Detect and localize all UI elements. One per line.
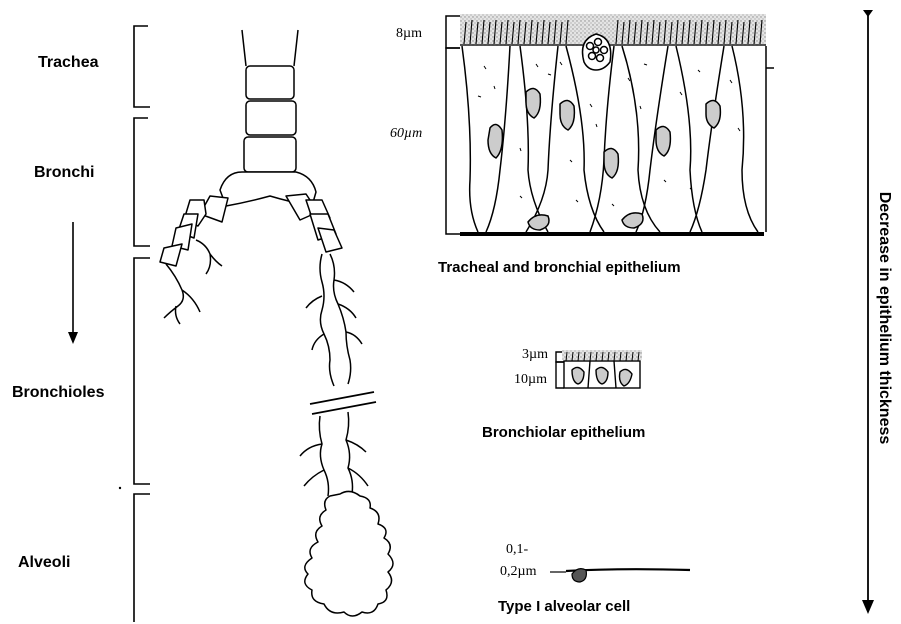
alveoli-label: Alveoli [18,554,70,572]
bronchiolar-epithelium-drawing [556,350,642,388]
thickness-axis-label: Decrease in epithelium thickness [875,192,893,445]
bronchi-bracket [134,118,150,246]
tracheal-height-measure: 60µm [390,126,422,142]
trachea-label: Trachea [38,54,98,72]
alveolar-measure-line1: 0,1- [506,542,528,558]
alveoli-bracket [134,494,150,622]
trachea-bracket [134,26,150,107]
thickness-decrease-arrow-icon [862,10,874,614]
alveolar-cell-caption: Type I alveolar cell [498,598,630,615]
bronchioles-bracket [134,258,150,484]
region-brackets [134,26,150,622]
airway-tree-drawing [160,30,393,616]
alveolar-measure-line2: 0,2µm [500,564,536,580]
bronchiolar-cilia-measure: 3µm [522,347,548,363]
bronchi-label: Bronchi [34,164,94,182]
down-arrow-icon [68,222,78,344]
bronchiolar-height-measure: 10µm [514,372,547,388]
tracheal-epithelium-caption: Tracheal and bronchial epithelium [438,259,681,276]
tracheal-epithelium-drawing [446,14,774,234]
bronchiolar-epithelium-caption: Bronchiolar epithelium [482,424,645,441]
tracheal-cilia-measure: 8µm [396,26,422,42]
bronchioles-label: Bronchioles [12,384,104,402]
alveolar-cell-drawing [550,569,690,582]
